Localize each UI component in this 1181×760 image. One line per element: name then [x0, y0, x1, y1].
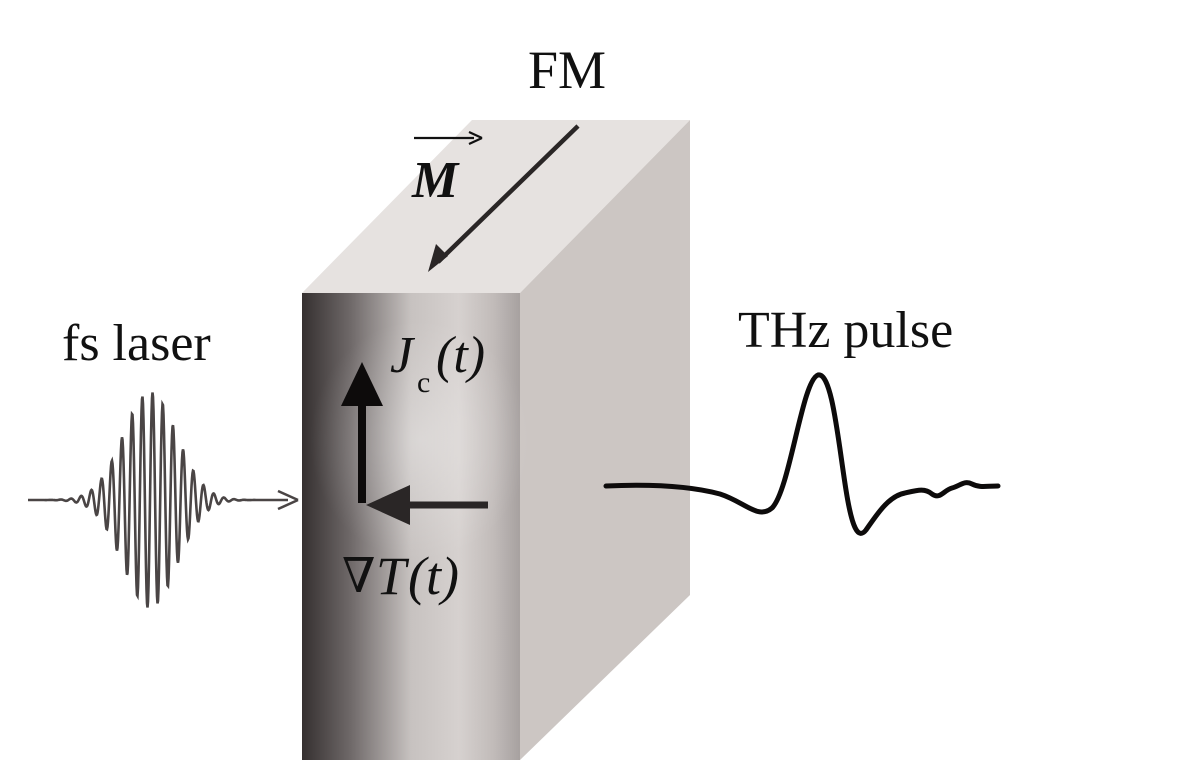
thz-pulse-label: THz pulse	[738, 302, 953, 359]
charge-current-arrow	[341, 362, 383, 503]
magnetization-arrow	[428, 124, 580, 272]
slab-side-face	[520, 120, 690, 760]
charge-current-label: J c (t)	[390, 327, 485, 399]
temperature-gradient-label: ∇ T (t)	[342, 546, 459, 606]
gradient-arg: (t)	[408, 546, 459, 606]
thz-waveform	[603, 372, 1001, 536]
fs-laser-pulse	[28, 392, 299, 608]
magnetization-label-group: M	[411, 131, 483, 209]
fs-laser-label: fs laser	[62, 315, 211, 372]
gradient-prefix: ∇	[342, 550, 376, 603]
laser-arrow-head-icon	[277, 489, 299, 511]
fm-title: FM	[528, 40, 606, 100]
laser-wave	[28, 392, 262, 608]
vector-overbar-head-icon	[468, 131, 483, 145]
slab-glow	[310, 320, 530, 560]
magnetization-label: M	[411, 152, 460, 209]
gradient-symbol: T	[376, 546, 410, 606]
temperature-gradient-arrow	[366, 485, 488, 525]
current-subscript: c	[417, 366, 430, 399]
current-arg: (t)	[436, 327, 485, 384]
current-symbol: J	[390, 327, 416, 384]
